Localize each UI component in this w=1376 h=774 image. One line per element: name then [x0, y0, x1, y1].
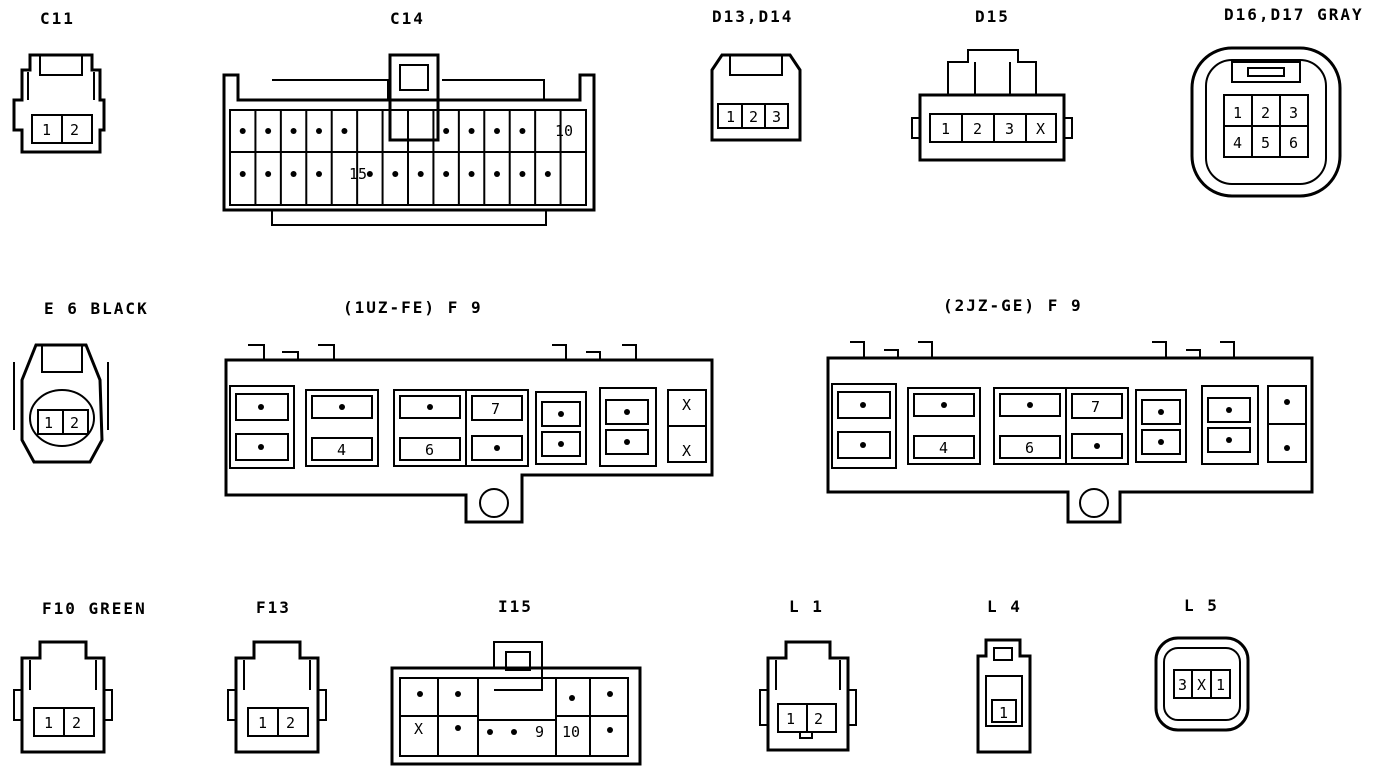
e6-pin-1: 1	[44, 414, 53, 432]
i15-pin-9: 9	[535, 723, 544, 741]
c14-pin-dot	[341, 128, 348, 134]
c14-pin-dot	[239, 171, 246, 177]
f9-2jz-pin-6: 6	[1025, 439, 1034, 457]
d16-pin-5: 5	[1261, 134, 1270, 152]
d16-pin-3: 3	[1289, 104, 1298, 122]
c14-pin-dot	[468, 171, 475, 177]
label-c11: C11	[40, 9, 75, 28]
c11-pin-1: 1	[42, 121, 51, 139]
c14-pin-dot	[265, 171, 272, 177]
d15-pin-2: 2	[973, 120, 982, 138]
connector-f10: 1 2	[13, 640, 113, 754]
f9-1uz-pin-7: 7	[491, 400, 500, 418]
l1-pin-1: 1	[786, 710, 795, 728]
label-d15: D15	[975, 7, 1010, 26]
connector-l5: 3 X 1	[1154, 636, 1250, 732]
c14-pin-dot	[290, 171, 297, 177]
f9-1uz-pin-4: 4	[337, 441, 346, 459]
c14-pin-dot	[366, 171, 373, 177]
label-e6: E 6 BLACK	[44, 299, 149, 318]
label-c14: C14	[390, 9, 425, 28]
label-l1: L 1	[789, 597, 824, 616]
c14-pin-dot	[443, 171, 450, 177]
connector-e6: 1 2	[13, 343, 109, 464]
connector-d13-d14: 1 2 3	[710, 53, 802, 142]
d16-pin-2: 2	[1261, 104, 1270, 122]
d16-pin-4: 4	[1233, 134, 1242, 152]
c14-pin-dot	[265, 128, 272, 134]
c14-pin-dot	[519, 128, 526, 134]
d16-pin-1: 1	[1233, 104, 1242, 122]
connector-d16-d17: 1 2 3 4 5 6	[1190, 46, 1342, 198]
label-l4: L 4	[987, 597, 1022, 616]
connector-f13: 1 2	[227, 640, 327, 754]
c14-pin-10: 10	[555, 122, 573, 140]
label-f9-1uz: (1UZ-FE) F 9	[343, 298, 483, 317]
f9-1uz-pin-x2: X	[682, 442, 691, 460]
c14-pin-dot	[239, 128, 246, 134]
c14-pin-dot	[316, 128, 322, 134]
label-f10: F10 GREEN	[42, 599, 147, 618]
connector-f9-1uz: 4 6 7 X X	[224, 344, 714, 524]
label-d13-d14: D13,D14	[712, 7, 793, 26]
label-d16-d17: D16,D17 GRAY	[1224, 5, 1364, 24]
i15-pin-x: X	[414, 720, 423, 738]
c14-pin-dot	[494, 128, 500, 134]
c14-pin-dot	[519, 171, 526, 177]
l4-pin-1: 1	[999, 704, 1008, 722]
d16-pin-6: 6	[1289, 134, 1298, 152]
c14-pin-dot	[290, 128, 297, 134]
connector-l1: 1 2	[759, 640, 857, 752]
d13-pin-2: 2	[749, 108, 758, 126]
f10-pin-1: 1	[44, 714, 53, 732]
i15-pin-10: 10	[562, 723, 580, 741]
f9-1uz-pin-6: 6	[425, 441, 434, 459]
c14-pin-dot	[494, 171, 500, 177]
connector-f9-2jz: 4 6 7	[826, 341, 1314, 524]
f13-pin-2: 2	[286, 714, 295, 732]
label-f13: F13	[256, 598, 291, 617]
d15-pin-x: X	[1036, 120, 1045, 138]
f10-pin-2: 2	[72, 714, 81, 732]
c14-pin-dot	[544, 171, 551, 177]
c14-pin-dot	[392, 171, 399, 177]
d13-pin-1: 1	[726, 108, 735, 126]
l5-pin-3: 3	[1178, 676, 1187, 694]
label-i15: I15	[498, 597, 533, 616]
l1-pin-2: 2	[814, 710, 823, 728]
c14-pin-dot	[417, 171, 424, 177]
connector-i15: X 9 10	[390, 641, 642, 766]
d13-pin-3: 3	[772, 108, 781, 126]
c14-pin-15: 15	[349, 165, 367, 183]
c14-pin-dot	[443, 128, 450, 134]
connector-c14: 10 15	[222, 53, 596, 226]
d15-pin-3: 3	[1005, 120, 1014, 138]
connector-c11: 1 2	[12, 53, 106, 154]
connector-d15: 1 2 3 X	[911, 49, 1073, 162]
d15-pin-1: 1	[941, 120, 950, 138]
l5-pin-1: 1	[1216, 676, 1225, 694]
connector-l4: 1	[976, 638, 1032, 754]
e6-pin-2: 2	[70, 414, 79, 432]
c14-pin-dot	[468, 128, 475, 134]
f9-2jz-pin-4: 4	[939, 439, 948, 457]
c11-pin-2: 2	[70, 121, 79, 139]
c14-pin-dot	[316, 171, 322, 177]
label-l5: L 5	[1184, 596, 1219, 615]
f13-pin-1: 1	[258, 714, 267, 732]
label-f9-2jz: (2JZ-GE) F 9	[943, 296, 1083, 315]
f9-2jz-pin-7: 7	[1091, 398, 1100, 416]
l5-pin-x: X	[1197, 676, 1206, 694]
f9-1uz-pin-x1: X	[682, 396, 691, 414]
